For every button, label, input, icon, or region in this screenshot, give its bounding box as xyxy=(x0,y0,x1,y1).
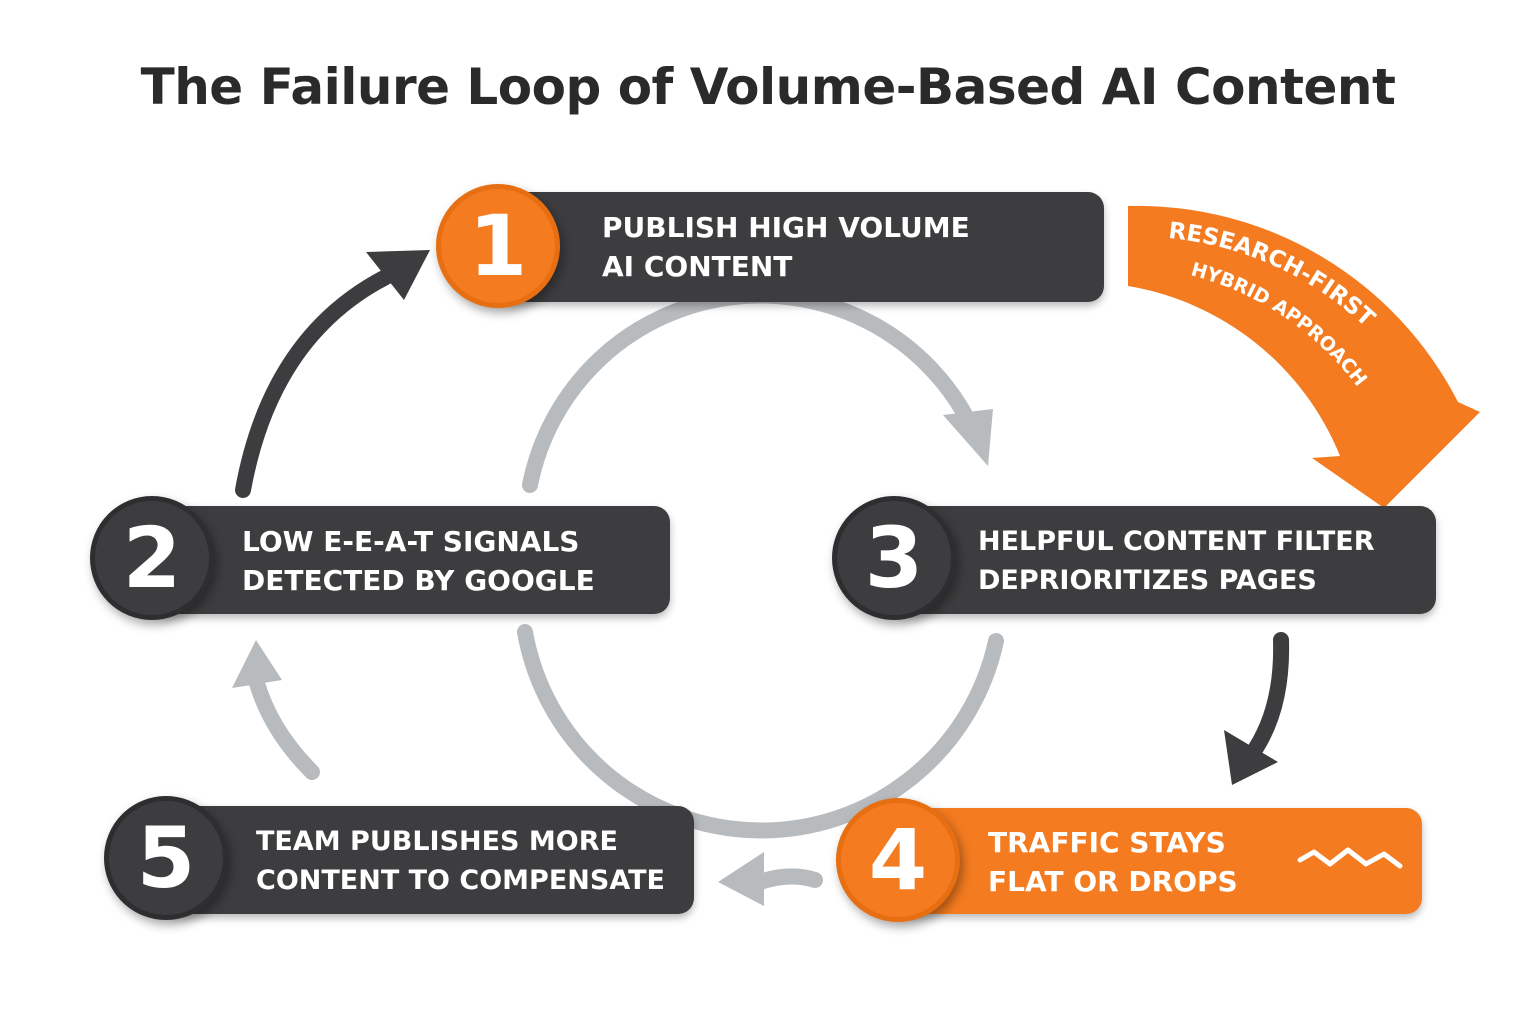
arrow-step3-to-step4-head xyxy=(1224,730,1278,785)
step-4-label-line1: TRAFFIC STAYS xyxy=(988,826,1226,859)
arrow-step4-to-step5-head xyxy=(718,852,764,906)
step-3-bar xyxy=(892,506,1436,614)
step-2-label: LOW E-E-A-T SIGNALS DETECTED BY GOOGLE xyxy=(242,522,595,600)
arrow-step2-to-step1-head xyxy=(366,250,430,300)
step-1-bar xyxy=(496,192,1104,302)
step-2-number-badge: 2 xyxy=(90,496,214,620)
step-4-label-line2: FLAT OR DROPS xyxy=(988,865,1238,898)
step-1-number-badge: 1 xyxy=(436,184,560,308)
side-arrow-shape xyxy=(1128,205,1480,508)
arrow-step4-to-step5 xyxy=(752,868,823,890)
step-1: 1 PUBLISH HIGH VOLUME AI CONTENT xyxy=(436,184,1106,308)
arrow-step5-to-step2-head xyxy=(232,640,282,688)
step-2: 2 LOW E-E-A-T SIGNALS DETECTED BY GOOGLE xyxy=(90,496,672,620)
step-5-number-badge: 5 xyxy=(104,796,228,920)
step-1-label-line1: PUBLISH HIGH VOLUME xyxy=(602,211,970,244)
step-3-label: HELPFUL CONTENT FILTER DEPRIORITIZES PAG… xyxy=(978,522,1375,600)
step-1-label: PUBLISH HIGH VOLUME AI CONTENT xyxy=(602,208,970,286)
step-5-label: TEAM PUBLISHES MORE CONTENT TO COMPENSAT… xyxy=(256,822,665,900)
step-5-bar xyxy=(164,806,694,914)
zigzag-trend-icon xyxy=(1297,847,1403,869)
step-5-label-line2: CONTENT TO COMPENSATE xyxy=(256,865,665,896)
step-4: 4 TRAFFIC STAYS FLAT OR DROPS xyxy=(836,798,1424,922)
center-loop-top-arrowhead xyxy=(943,409,993,466)
step-4-label: TRAFFIC STAYS FLAT OR DROPS xyxy=(988,823,1238,901)
step-3: 3 HELPFUL CONTENT FILTER DEPRIORITIZES P… xyxy=(832,496,1438,620)
step-2-bar xyxy=(150,506,670,614)
center-loop-top-arc xyxy=(522,287,981,493)
step-3-number-badge: 3 xyxy=(832,496,956,620)
arrow-step5-to-step2 xyxy=(248,672,320,780)
step-4-number-badge: 4 xyxy=(836,798,960,922)
diagram-title: The Failure Loop of Volume-Based AI Cont… xyxy=(140,58,1396,116)
step-5: 5 TEAM PUBLISHES MORE CONTENT TO COMPENS… xyxy=(104,796,696,920)
step-2-label-line1: LOW E-E-A-T SIGNALS xyxy=(242,525,580,558)
step-3-label-line2: DEPRIORITIZES PAGES xyxy=(978,565,1317,596)
step-1-label-line2: AI CONTENT xyxy=(602,250,793,283)
arrow-step2-to-step1 xyxy=(235,264,404,498)
step-3-label-line1: HELPFUL CONTENT FILTER xyxy=(978,526,1375,557)
step-2-label-line2: DETECTED BY GOOGLE xyxy=(242,564,595,597)
arrow-step3-to-step4 xyxy=(1248,632,1290,756)
step-5-label-line1: TEAM PUBLISHES MORE xyxy=(256,826,618,857)
center-loop-bottom-arc xyxy=(517,624,1004,839)
